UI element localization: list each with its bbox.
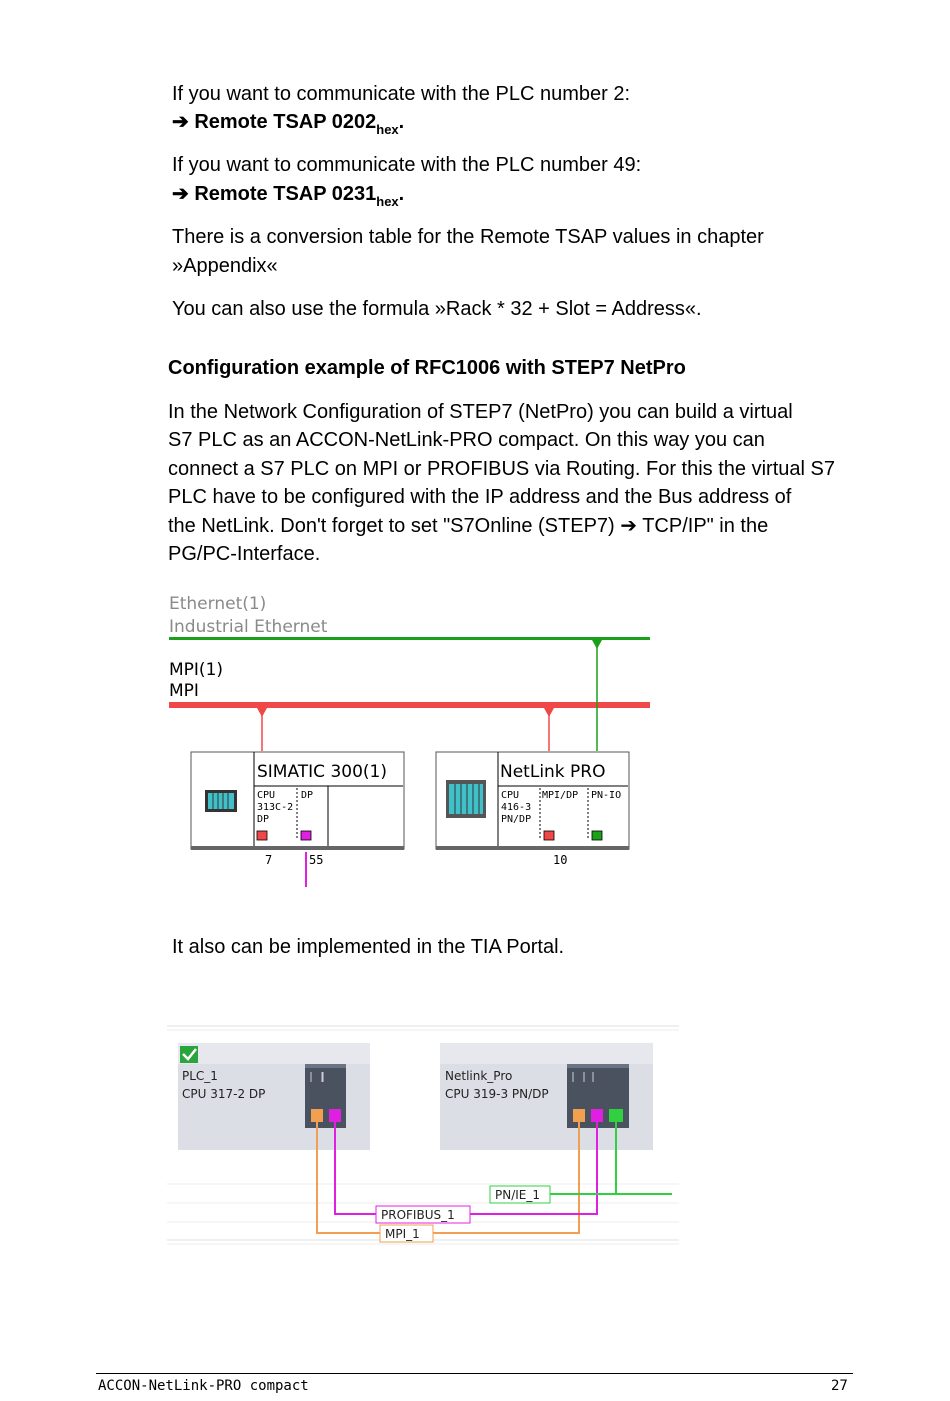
tsap-0231-line: ➔ Remote TSAP 0231hex. [172,180,404,216]
tsap-0202-text: ➔ Remote TSAP 0202 [172,111,377,133]
netlink-address: 10 [553,853,567,867]
station-netlink-pro[interactable]: NetLink PRO CPU 416-3 PN/DP MPI/DP PN-IO [435,751,630,850]
hex-subscript: hex [376,194,399,209]
plc-1-device[interactable]: PLC_1 CPU 317-2 DP [178,1043,370,1150]
cpu-label: CPU [257,790,275,801]
mpi-label[interactable]: MPI_1 [379,1224,434,1243]
tsap-0202-line: ➔ Remote TSAP 0202hex. [172,108,404,144]
netpro-diagram: Ethernet(1) Industrial Ethernet MPI(1) M… [169,594,650,887]
profibus-label[interactable]: PROFIBUS_1 [375,1205,471,1224]
mpidp-interface-label: MPI/DP [542,790,578,801]
dp-port[interactable] [300,830,312,841]
section-paragraph: In the Network Configuration of STEP7 (N… [168,398,835,568]
mpi-connection-line[interactable] [316,1122,580,1234]
intro-line-plc2: If you want to communicate with the PLC … [172,83,630,105]
mpi-type: MPI [169,681,199,701]
cpu-model: 313C-2 [257,802,293,813]
mpi-label-text: MPI_1 [385,1227,420,1241]
conversion-line-2: »Appendix« [172,255,278,277]
footer-rule [96,1373,853,1374]
mpi-connector-arrow [544,708,554,717]
rack-icon [446,780,486,818]
paragraph-line: connect a S7 PLC on MPI or PROFIBUS via … [168,457,835,480]
ethernet-bus-line[interactable] [169,637,650,640]
cpu-label: CPU [501,790,519,801]
dp-address: 55 [309,853,323,867]
checkmark-icon [180,1046,198,1063]
pnie-label-text: PN/IE_1 [495,1188,540,1202]
station-title: NetLink PRO [500,762,606,782]
page-number: 27 [831,1378,848,1394]
cpu-type: PN/DP [501,814,531,825]
ethernet-name: Ethernet(1) [169,594,266,614]
cpu-type: DP [257,814,269,825]
formula-line: You can also use the formula »Rack * 32 … [172,298,702,320]
tsap-period: . [398,111,405,133]
section-heading: Configuration example of RFC1006 with ST… [168,357,686,379]
pnio-port[interactable] [591,830,603,841]
hex-subscript: hex [376,122,399,137]
mpi-port[interactable] [573,1109,585,1122]
pnio-interface-label: PN-IO [591,790,621,801]
cpu-model: 416-3 [501,802,531,813]
mpi-name: MPI(1) [169,660,223,680]
intro-line-plc49: If you want to communicate with the PLC … [172,154,642,176]
station-title: SIMATIC 300(1) [257,762,387,782]
plc-name: PLC_1 [182,1069,218,1083]
netlink-name: Netlink_Pro [445,1069,512,1083]
netlink-cpu: CPU 319-3 PN/DP [445,1087,549,1101]
dp-interface-label: DP [301,790,313,801]
netlink-pro-device[interactable]: Netlink_Pro CPU 319-3 PN/DP [440,1043,653,1150]
plc-cpu: CPU 317-2 DP [182,1087,265,1101]
tia-note: It also can be implemented in the TIA Po… [172,936,565,958]
paragraph-line: S7 PLC as an ACCON-NetLink-PRO compact. … [168,429,765,452]
station-simatic-300[interactable]: SIMATIC 300(1) CPU 313C-2 DP DP [190,751,405,850]
ethernet-type: Industrial Ethernet [169,617,328,637]
profibus-port[interactable] [329,1109,341,1122]
profibus-port[interactable] [591,1109,603,1122]
pnie-label[interactable]: PN/IE_1 [489,1185,551,1204]
paragraph-line: the NetLink. Don't forget to set "S7Onli… [168,514,769,537]
mpi-bus-line[interactable] [169,702,650,708]
paragraph-line: In the Network Configuration of STEP7 (N… [168,401,793,423]
mpi-port[interactable] [311,1109,323,1122]
footer-title: ACCON-NetLink-PRO compact [98,1378,309,1394]
profibus-label-text: PROFIBUS_1 [381,1208,455,1222]
tsap-0231-text: ➔ Remote TSAP 0231 [172,183,377,205]
mpi-port[interactable] [256,830,268,841]
mpi-connector-arrow [257,708,267,717]
rack-icon [205,790,237,812]
conversion-line-1: There is a conversion table for the Remo… [172,226,764,248]
pnie-port[interactable] [609,1109,623,1122]
tia-diagram: PLC_1 CPU 317-2 DP Netlink_Pro CPU 319-3… [167,1025,679,1245]
paragraph-line: PG/PC-Interface. [168,543,321,566]
paragraph-line: PLC have to be configured with the IP ad… [168,486,792,509]
ethernet-connector-arrow [592,640,602,649]
tsap-period: . [398,183,405,205]
mpidp-port[interactable] [543,830,555,841]
mpi-address: 7 [265,853,272,867]
